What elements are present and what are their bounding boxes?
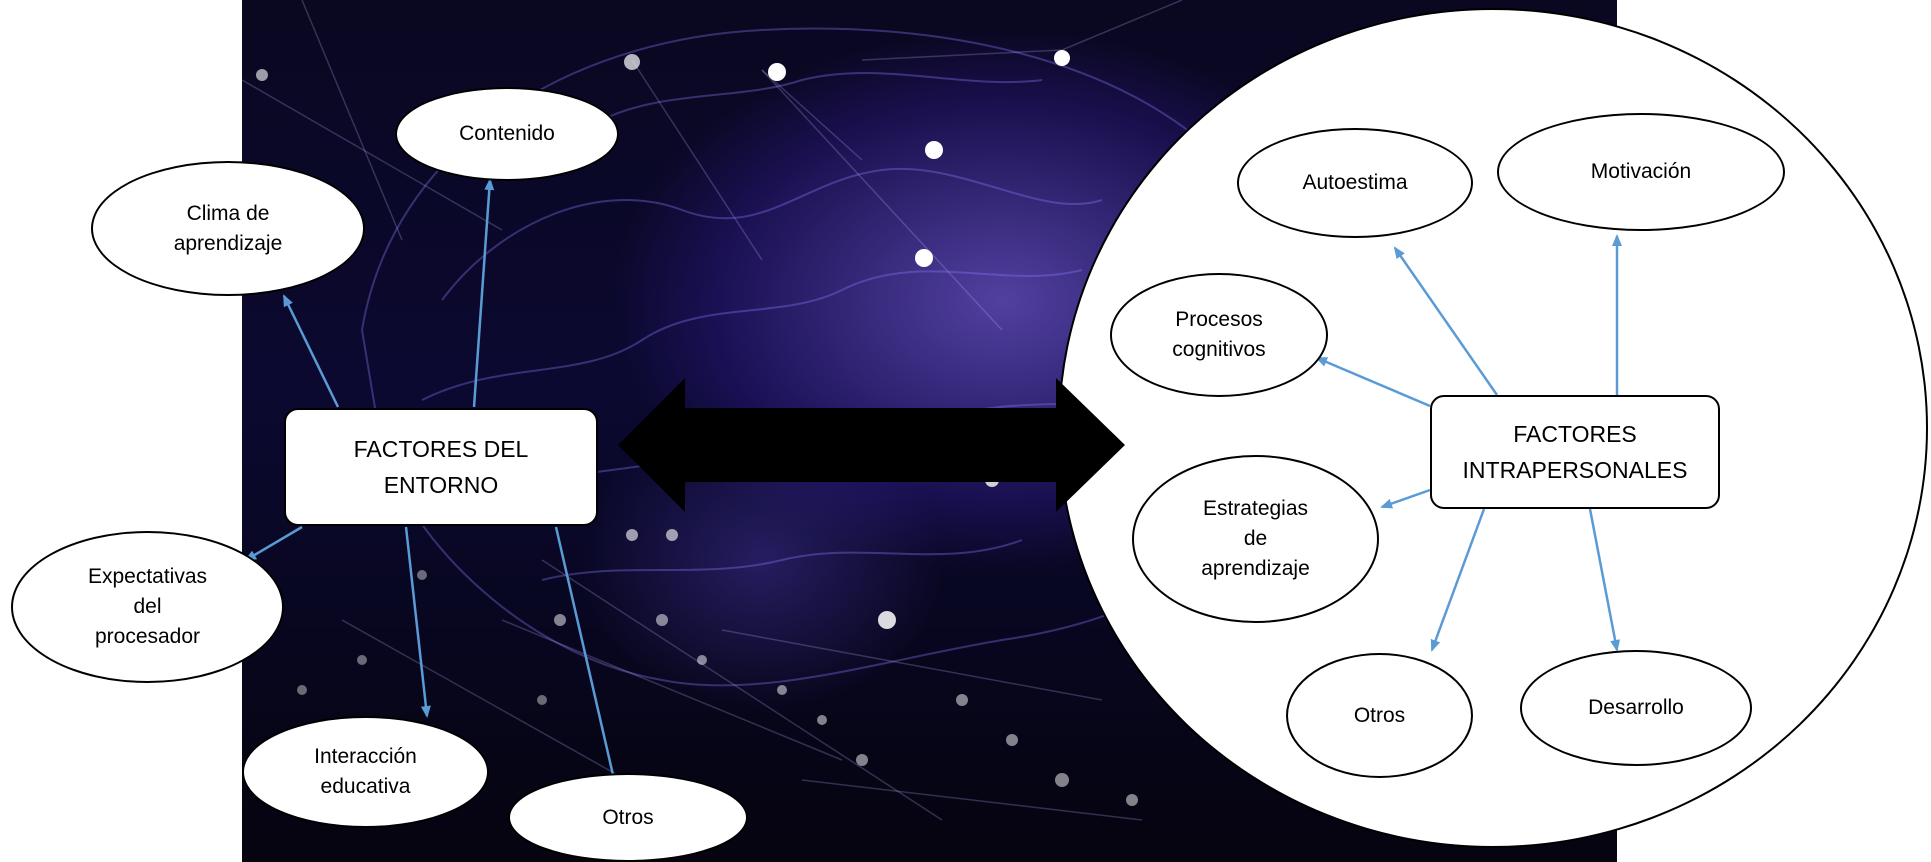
factores-intrapersonales-box: FACTORES INTRAPERSONALES bbox=[1430, 395, 1720, 509]
node-estrategias-aprendizaje: Estrategias de aprendizaje bbox=[1132, 455, 1379, 623]
node-autoestima: Autoestima bbox=[1237, 128, 1473, 238]
node-expectativas-procesador: Expectativas del procesador bbox=[11, 531, 284, 683]
node-desarrollo: Desarrollo bbox=[1520, 650, 1752, 766]
node-procesos-cognitivos: Procesos cognitivos bbox=[1110, 273, 1328, 397]
node-clima-aprendizaje: Clima de aprendizaje bbox=[91, 161, 365, 296]
node-contenido: Contenido bbox=[395, 87, 619, 181]
node-motivacion: Motivación bbox=[1497, 113, 1785, 231]
node-otros-entorno: Otros bbox=[508, 773, 748, 862]
node-otros-intrapersonales: Otros bbox=[1286, 653, 1473, 778]
node-interaccion-educativa: Interacción educativa bbox=[242, 716, 489, 828]
factores-entorno-box: FACTORES DEL ENTORNO bbox=[284, 408, 598, 526]
